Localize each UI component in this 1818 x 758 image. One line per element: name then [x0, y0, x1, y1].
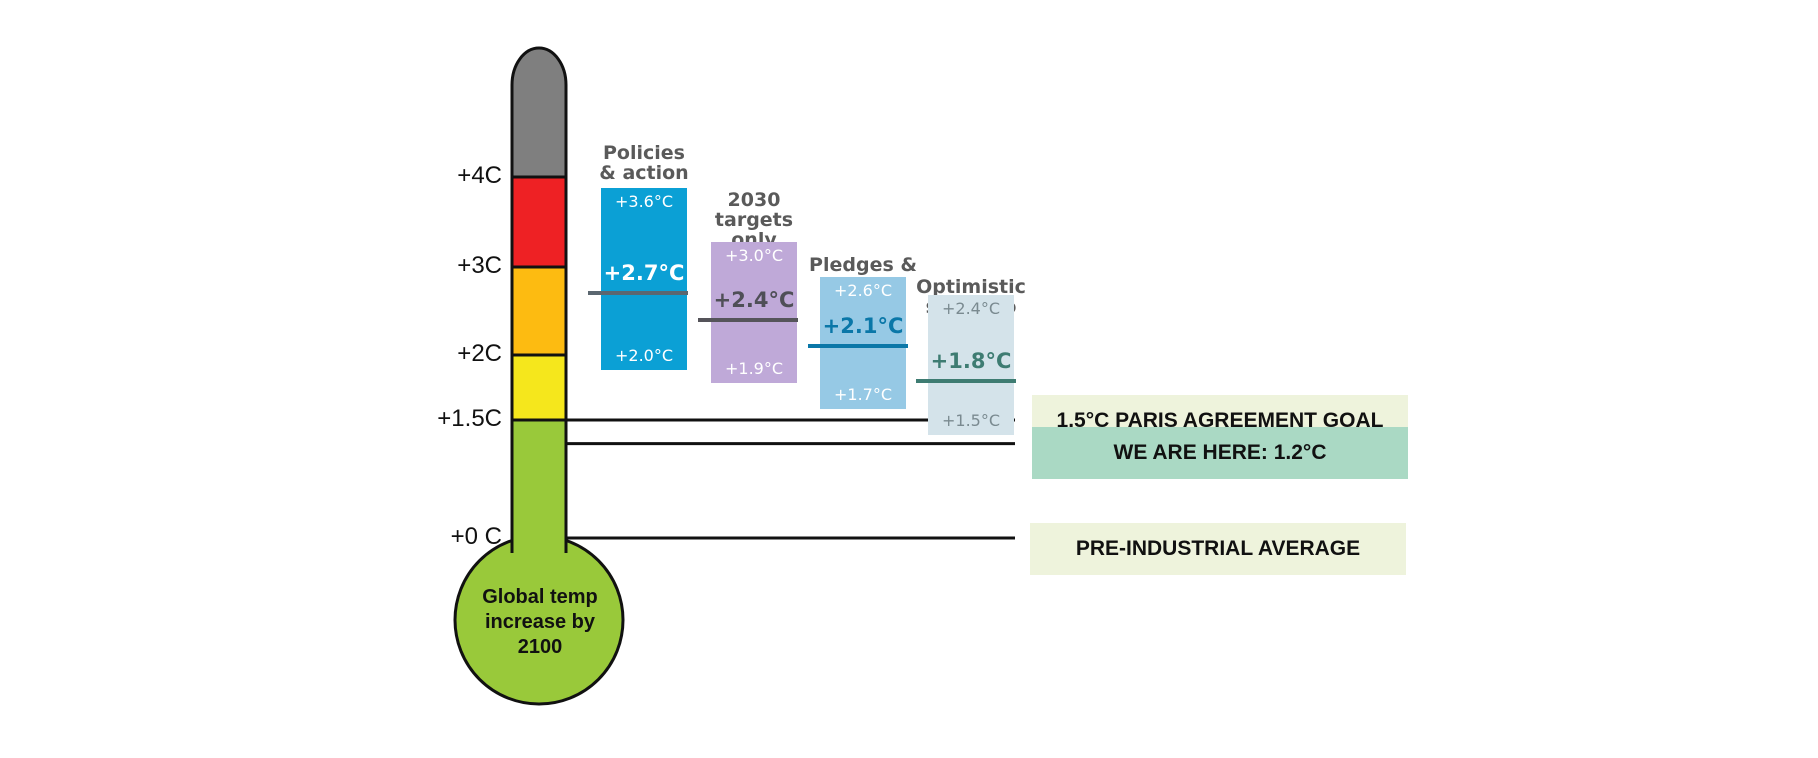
- scenario-value-lo: +1.9°C: [724, 359, 784, 378]
- bulb-neck: [513, 533, 565, 573]
- scale-label: +2C: [457, 340, 502, 367]
- scenario-value-hi: +3.6°C: [614, 192, 674, 211]
- scale-label: +4C: [457, 162, 502, 189]
- bulb-text-line-3: 2100: [517, 636, 563, 658]
- thermometer-band: [512, 48, 566, 177]
- thermometer-band: [512, 355, 566, 420]
- bulb-text: Global temp increase by 2100: [455, 585, 625, 660]
- scenario-value-lo: +1.7°C: [833, 384, 893, 404]
- thermometer-band: [512, 267, 566, 355]
- bulb-text-line-1: Global temp: [482, 586, 598, 608]
- scenario-title-line: Pledges &: [809, 254, 917, 276]
- scenario-range-box: +2.6°C +2.1°C +1.7°C: [820, 277, 906, 409]
- scenario-value-mid: +2.4°C: [713, 287, 795, 312]
- thermometer-tube-outline: [510, 46, 568, 560]
- scenario-value-mid: +1.8°C: [930, 348, 1012, 373]
- scenario-title-line: Policies: [603, 142, 685, 164]
- scenario-title-line: 2030: [727, 189, 781, 211]
- bulb-text-line-2: increase by: [484, 611, 596, 633]
- scenario-value-mid: +2.1°C: [822, 314, 904, 339]
- scenario-value-hi: +2.6°C: [833, 281, 893, 301]
- scenario-value-mid: +2.7°C: [603, 261, 685, 286]
- callout-box: PRE-INDUSTRIAL AVERAGE: [1030, 523, 1406, 575]
- scenario-title-line: & action: [599, 162, 689, 184]
- scenario-range-box: +3.0°C +2.4°C +1.9°C: [711, 242, 797, 383]
- scenario-title: Policies& action: [584, 143, 704, 183]
- scenario-value-hi: +2.4°C: [941, 298, 1001, 318]
- scenario-title-line: targets: [714, 209, 794, 231]
- scenario-range-box: +3.6°C +2.7°C +2.0°C: [601, 188, 687, 370]
- scenario-title-line: Optimistic: [916, 276, 1026, 298]
- scenario-median-line: [808, 344, 908, 349]
- scenario-median-line: [698, 317, 798, 322]
- scale-label: +1.5C: [437, 405, 502, 432]
- scale-label: +0 C: [450, 523, 502, 550]
- scenario-median-line: [588, 291, 688, 296]
- scale-label: +3C: [457, 252, 502, 279]
- scenario-value-hi: +3.0°C: [724, 246, 784, 265]
- thermometer-band: [512, 177, 566, 267]
- scenario-value-lo: +2.0°C: [614, 346, 674, 365]
- scenario-range-box: +2.4°C +1.8°C +1.5°C: [928, 294, 1014, 435]
- scenario-median-line: [916, 379, 1016, 383]
- scenario-value-lo: +1.5°C: [941, 410, 1001, 430]
- thermometer-bands: [512, 48, 566, 558]
- callout-box: WE ARE HERE: 1.2°C: [1032, 426, 1408, 479]
